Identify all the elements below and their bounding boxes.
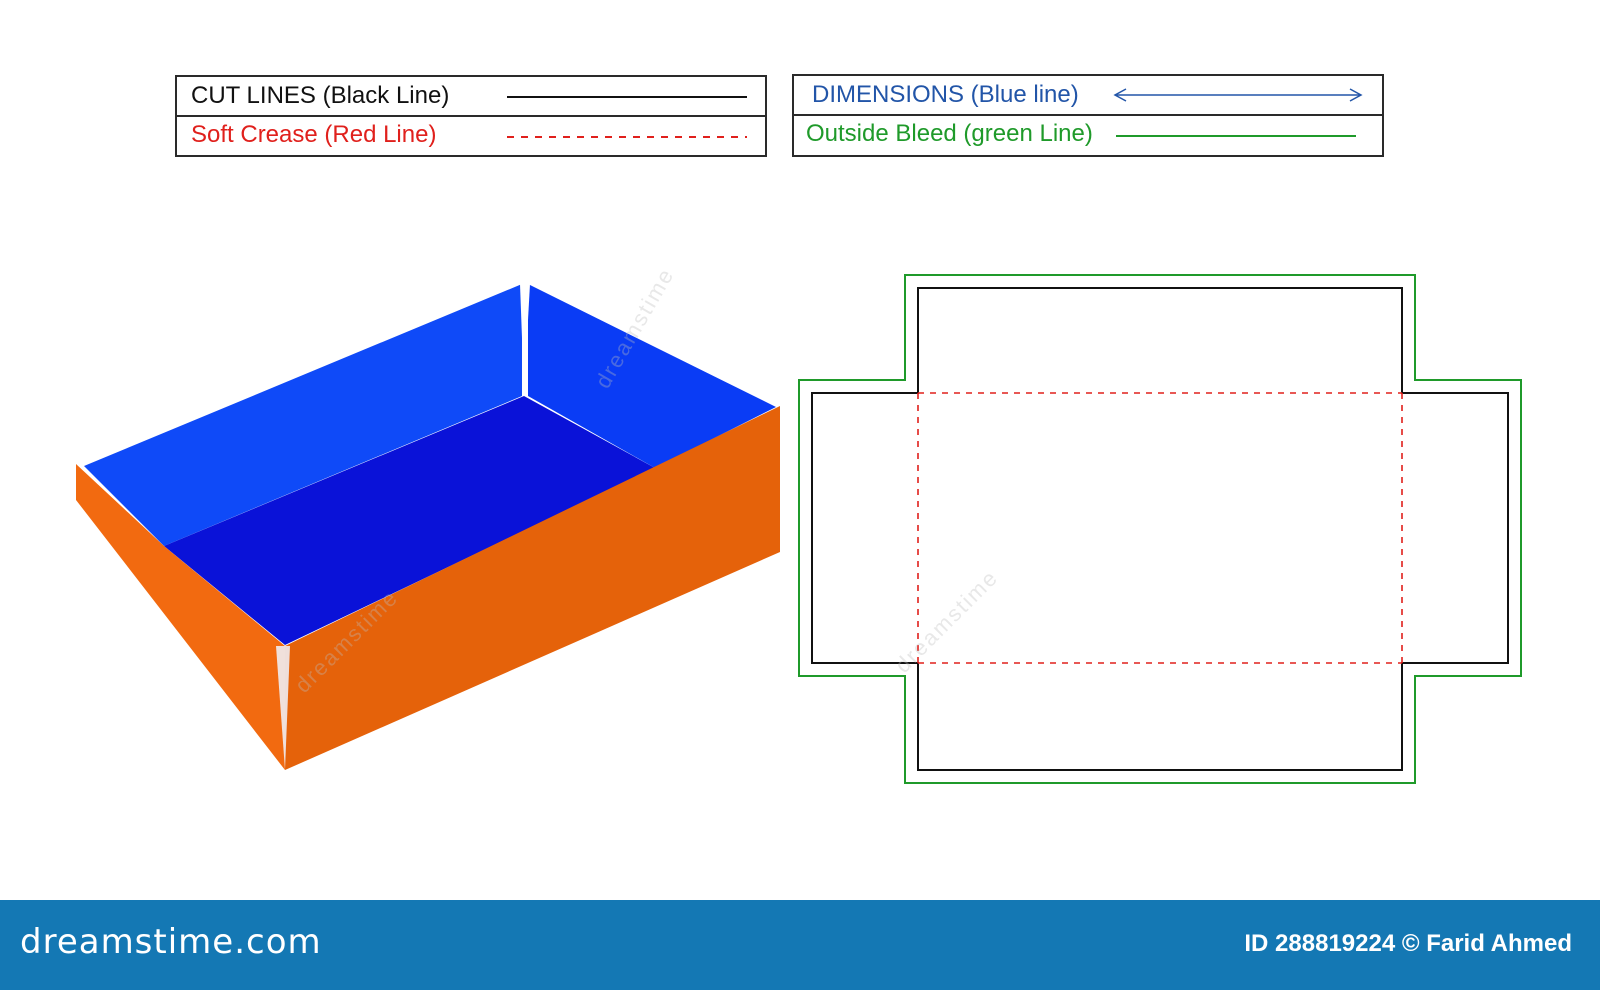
box-inner-back-right-wall bbox=[528, 284, 776, 468]
footer-bar: dreamstime.com ID 288819224 © Farid Ahme… bbox=[0, 900, 1600, 990]
legend-row-outside-bleed: Outside Bleed (green Line) bbox=[794, 114, 1382, 152]
box-outer-left-wall bbox=[76, 464, 285, 770]
legend-row-soft-crease: Soft Crease (Red Line) bbox=[177, 115, 765, 153]
dimension-arrow-sample bbox=[1113, 88, 1363, 102]
dimensions-label: DIMENSIONS (Blue line) bbox=[812, 81, 1079, 108]
legend-row-cut-lines: CUT LINES (Black Line) bbox=[177, 77, 765, 115]
bleed-line-sample bbox=[1116, 135, 1356, 137]
outside-bleed-label: Outside Bleed (green Line) bbox=[806, 120, 1093, 147]
footer-logo[interactable]: dreamstime.com bbox=[20, 922, 322, 962]
box-inner-floor bbox=[164, 396, 655, 645]
box-front-slit bbox=[276, 646, 290, 770]
box-inner-back-left-wall bbox=[84, 284, 522, 546]
dieline-diagram bbox=[798, 274, 1522, 784]
soft-crease-sample bbox=[507, 136, 747, 138]
box-3d-illustration bbox=[76, 284, 780, 770]
legend-dimensions-bleed: DIMENSIONS (Blue line) Outside Bleed (gr… bbox=[792, 74, 1384, 157]
footer-credit: ID 288819224 © Farid Ahmed bbox=[1244, 930, 1572, 957]
crease-lines bbox=[917, 392, 1403, 664]
legend-row-dimensions: DIMENSIONS (Blue line) bbox=[794, 76, 1382, 114]
bleed-outline bbox=[798, 274, 1522, 784]
cut-lines-label: CUT LINES (Black Line) bbox=[191, 82, 450, 109]
legend-cut-crease: CUT LINES (Black Line) Soft Crease (Red … bbox=[175, 75, 767, 157]
cut-outline bbox=[811, 287, 1509, 771]
soft-crease-label: Soft Crease (Red Line) bbox=[191, 121, 437, 148]
box-outer-front-wall bbox=[285, 406, 780, 770]
box-corner-slit bbox=[520, 284, 530, 392]
cut-line-sample bbox=[507, 96, 747, 98]
